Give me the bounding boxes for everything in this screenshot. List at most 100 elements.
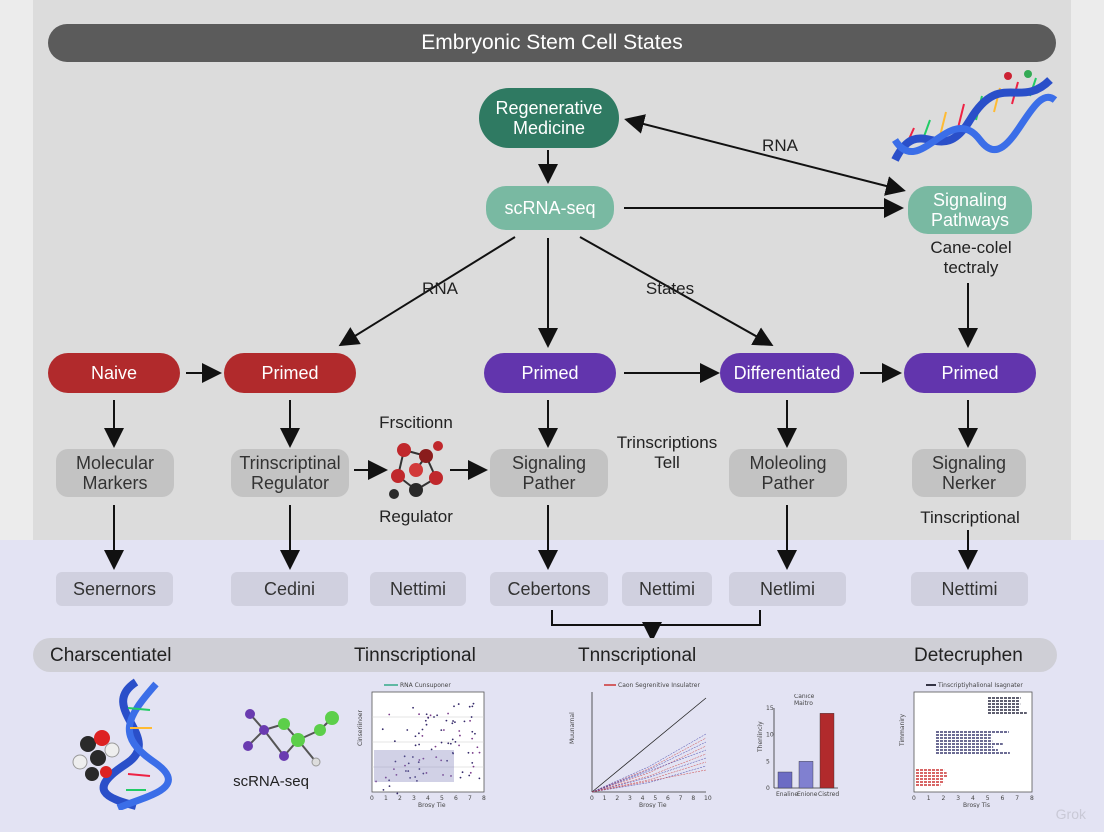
y-tick-label: 10 xyxy=(766,732,774,739)
x-tick-label: 8 xyxy=(1030,795,1034,802)
leaf-senernors: Senernors xyxy=(56,572,173,606)
scatter-point xyxy=(414,744,417,747)
scatter-point xyxy=(375,780,377,783)
scatter-point xyxy=(468,705,471,708)
arrow-scrna-primed1 xyxy=(338,236,516,347)
scatter-point xyxy=(452,752,455,755)
scatter-point xyxy=(476,746,479,749)
scatter-point xyxy=(382,788,385,791)
scatter-point xyxy=(394,760,397,763)
x-tick-label: 0 xyxy=(370,795,374,802)
x-tick-label: Cistred xyxy=(818,791,839,798)
scatter-point xyxy=(467,751,470,754)
scatter-point xyxy=(453,705,455,708)
x-tick-label: 3 xyxy=(956,795,960,802)
leaf-nettimi-2: Nettimi xyxy=(622,572,712,606)
label-states: States xyxy=(645,279,695,298)
scatter-point xyxy=(412,706,414,709)
series-line xyxy=(591,753,707,793)
scatter-point xyxy=(471,730,474,733)
x-tick-label: 2 xyxy=(942,795,946,802)
molecule-cluster-icon xyxy=(389,441,443,499)
label-transcriptions-tell: Trinscriptions Tell xyxy=(616,433,718,472)
molecule-graph-icon xyxy=(243,709,339,767)
bar xyxy=(777,771,793,789)
node-signaling-pathways: Signaling Pathways xyxy=(908,186,1032,234)
label-cane-colel: Cane-colel tectraly xyxy=(930,238,1012,277)
scatter-point xyxy=(388,779,391,782)
scatter-point xyxy=(405,770,407,772)
dna-helix-icon xyxy=(891,70,1058,162)
scatter-point xyxy=(478,751,481,754)
series-line xyxy=(591,765,707,793)
scatter-point xyxy=(388,785,391,787)
node-scrna-seq: scRNA-seq xyxy=(486,186,614,230)
x-tick-label: 0 xyxy=(590,795,594,802)
y-axis-label: Timmaniry xyxy=(899,714,906,747)
scatter-point xyxy=(440,741,443,744)
dna-helix-icon xyxy=(72,678,172,810)
x-tick-label: 1 xyxy=(384,795,388,802)
watermark: Grok xyxy=(1055,806,1086,822)
label-regulator: Regulator xyxy=(379,507,453,526)
scatter-point xyxy=(427,716,430,719)
scatter-point xyxy=(447,742,450,745)
scatter-point xyxy=(381,728,384,731)
scatter-point xyxy=(414,776,417,778)
scatter-point xyxy=(469,719,471,722)
series-line xyxy=(591,737,707,793)
label-rna-left: RNA xyxy=(422,279,458,298)
series-line xyxy=(591,741,707,793)
x-tick-label: Enione xyxy=(797,791,818,798)
label-frscitionn: Frscitionn xyxy=(379,413,453,432)
scatter-point xyxy=(469,771,472,774)
scatter-point xyxy=(396,792,399,795)
scatter-point xyxy=(393,740,396,743)
leaf-cebertons: Cebertons xyxy=(490,572,608,606)
x-tick-label: 4 xyxy=(641,795,645,802)
scatter-point xyxy=(414,735,417,738)
series-line xyxy=(591,757,707,793)
leaf-nettimi-1: Nettimi xyxy=(370,572,466,606)
scatter-point xyxy=(433,716,435,718)
series-line xyxy=(591,697,707,793)
scatter-point xyxy=(459,734,461,737)
node-naive: Naive xyxy=(48,353,180,393)
scatter-point xyxy=(425,772,428,774)
x-tick-label: 2 xyxy=(398,795,402,802)
leaf-nettimi-3: Nettimi xyxy=(911,572,1028,606)
x-tick-label: 3 xyxy=(412,795,416,802)
node-differentiated: Differentiated xyxy=(720,353,854,393)
section-title-mid1: Tinnscriptional xyxy=(354,645,476,666)
scatter-point xyxy=(458,744,460,747)
x-tick-label: 7 xyxy=(468,795,472,802)
x-tick-label: 6 xyxy=(1001,795,1005,802)
x-tick-label: 6 xyxy=(454,795,458,802)
scatter-point xyxy=(472,702,475,705)
scatter-point xyxy=(393,768,395,770)
scatter-point xyxy=(440,759,443,762)
series-line xyxy=(591,745,707,793)
scatter-point xyxy=(436,714,439,717)
scatter-point xyxy=(450,775,452,777)
scatter-point xyxy=(478,777,481,780)
scatter-point xyxy=(447,712,449,715)
x-tick-label: 2 xyxy=(615,795,619,802)
node-moleoling-pather: Moleoling Pather xyxy=(729,449,847,497)
leaf-cedini: Cedini xyxy=(231,572,348,606)
chart-title: RNA Cunsuponer xyxy=(400,682,451,689)
bracket-connector xyxy=(551,610,761,626)
x-tick-label: 6 xyxy=(666,795,670,802)
leaf-netlimi: Netlimi xyxy=(729,572,846,606)
scatter-point xyxy=(446,759,448,762)
x-tick-label: 1 xyxy=(927,795,931,802)
x-axis-label: Brosy Tis xyxy=(963,802,990,808)
chart-title: Canice xyxy=(794,694,815,700)
x-tick-label: 4 xyxy=(426,795,430,802)
x-tick-label: 4 xyxy=(971,795,975,802)
node-molecular-markers: Molecular Markers xyxy=(56,449,174,497)
density-band xyxy=(374,750,454,782)
y-tick-label: 0 xyxy=(766,785,770,792)
scatter-point xyxy=(440,729,443,732)
